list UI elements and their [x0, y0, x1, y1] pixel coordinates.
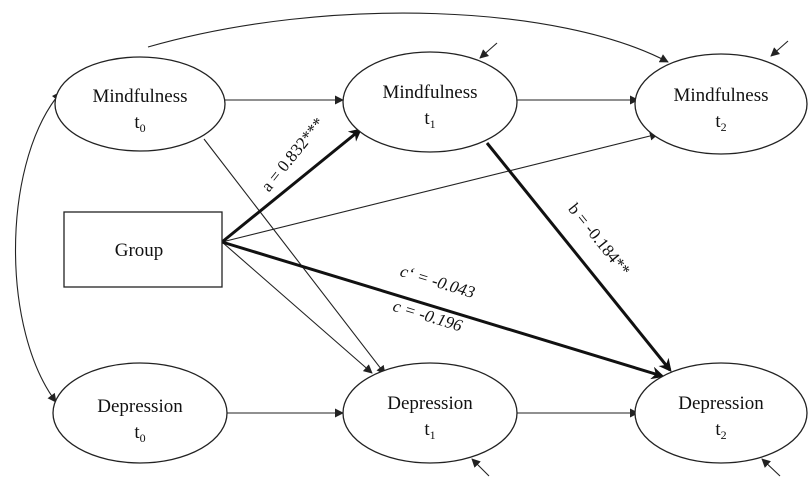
node-depression-t0: Depression t0 [52, 362, 228, 464]
path-b-arrow [485, 142, 672, 373]
node-depression-t2: Depression t2 [634, 362, 808, 464]
node-label: Depression [678, 393, 764, 414]
node-mindfulness-t0: Mindfulness t0 [54, 56, 226, 152]
node-mindfulness-t2: Mindfulness t2 [634, 53, 808, 155]
node-label: Group [115, 240, 164, 261]
arrow-mindfulness-t0-to-depression-t1 [203, 138, 386, 375]
time-label: t [715, 111, 721, 132]
time-label: t [424, 108, 430, 129]
svg-text:t1: t1 [424, 108, 435, 131]
covariance-arrow-t0 [15, 91, 61, 403]
time-label: t [134, 112, 140, 133]
residual-arrow-depression-t2 [761, 458, 781, 477]
time-label: t [134, 422, 140, 443]
node-label: Depression [387, 393, 473, 414]
time-subscript: 2 [721, 120, 727, 134]
svg-text:t0: t0 [134, 422, 145, 445]
node-depression-t1: Depression t1 [342, 362, 518, 464]
residual-arrow-depression-t1 [471, 458, 490, 477]
svg-text:t2: t2 [715, 419, 726, 442]
time-label: t [715, 419, 721, 440]
time-subscript: 2 [721, 428, 727, 442]
path-c-arrow [221, 240, 665, 380]
svg-text:t2: t2 [715, 111, 726, 134]
node-label: Depression [97, 396, 183, 417]
node-label: Mindfulness [93, 86, 188, 107]
node-label: Mindfulness [674, 85, 769, 106]
node-mindfulness-t1: Mindfulness t1 [342, 51, 518, 153]
time-label: t [424, 419, 430, 440]
time-subscript: 1 [430, 428, 436, 442]
time-subscript: 0 [140, 121, 146, 135]
svg-text:t1: t1 [424, 419, 435, 442]
time-subscript: 1 [430, 117, 436, 131]
arrow-mindfulness-t0-to-t2 [147, 12, 669, 63]
svg-text:t0: t0 [134, 112, 145, 135]
node-label: Mindfulness [383, 82, 478, 103]
arrow-group-to-mindfulness-t2 [221, 131, 659, 243]
time-subscript: 0 [140, 431, 146, 445]
residual-arrow-mindfulness-t1 [479, 42, 498, 59]
node-group: Group [63, 211, 223, 288]
path-c-prime-label: c‘ = -0.043 [398, 261, 477, 302]
edges [15, 12, 789, 477]
path-a-arrow [221, 128, 363, 244]
arrow-group-to-depression-t1 [221, 241, 373, 374]
path-c-label: c = -0.196 [391, 296, 465, 335]
residual-arrow-mindfulness-t2 [770, 40, 789, 57]
path-b-label: b = -0.184** [564, 200, 634, 280]
